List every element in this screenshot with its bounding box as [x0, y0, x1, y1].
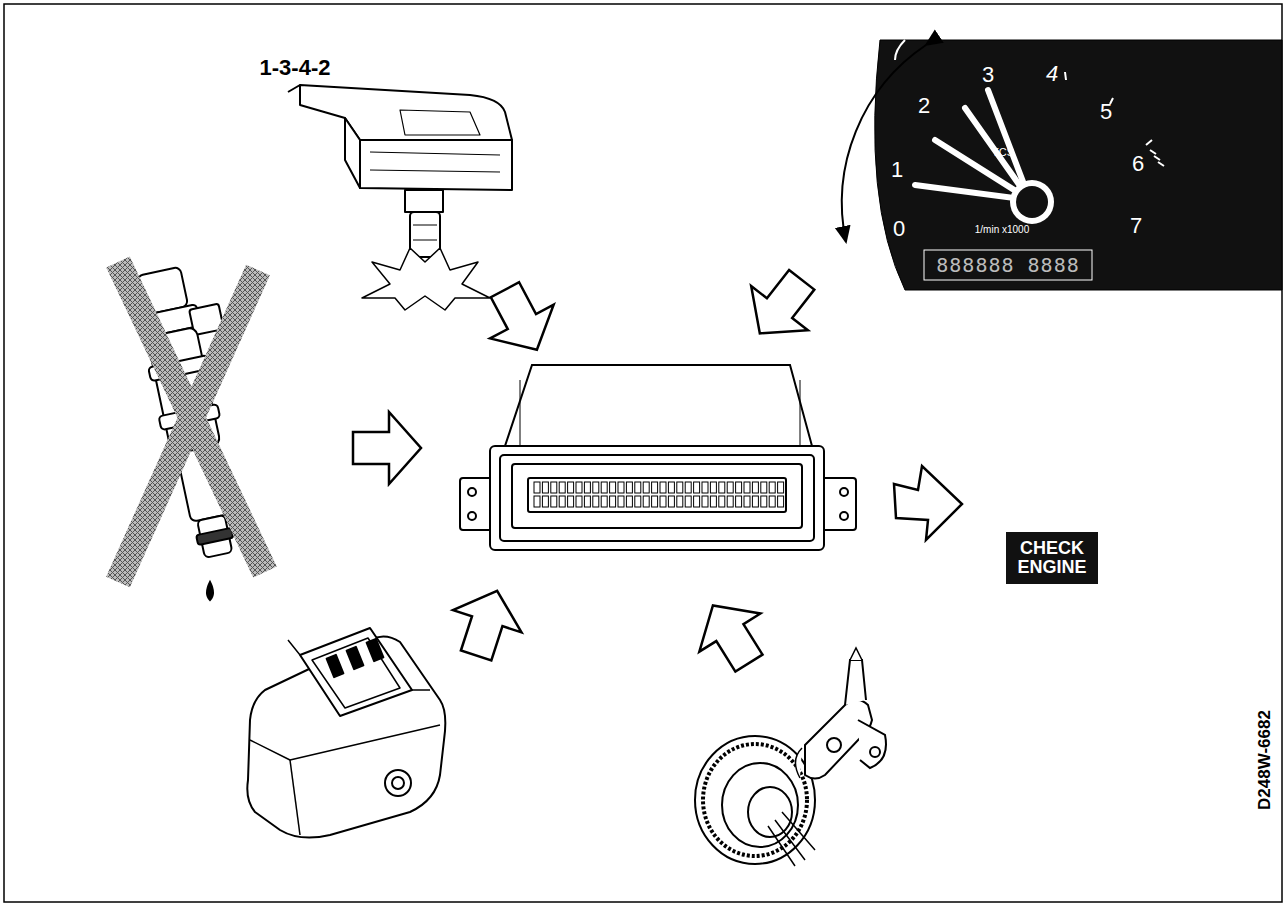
firing-order: 1-3-4-2	[260, 57, 331, 79]
ignition-coil	[288, 85, 512, 310]
gauge-label: 5	[1100, 101, 1112, 123]
cross-out	[118, 262, 265, 582]
gauge-label: 4	[1046, 63, 1058, 85]
gauge-label: 888888 8888	[936, 255, 1079, 275]
gauge-label: 1	[891, 159, 903, 181]
gauge-label: 0	[893, 218, 905, 240]
frame	[4, 4, 1282, 902]
block-arrows	[353, 258, 962, 683]
figure-code: D248W-6682	[1256, 710, 1273, 810]
crank-sensor	[695, 648, 886, 866]
gauge-label: 2	[918, 95, 930, 117]
throttle-sensor	[247, 628, 445, 838]
lamp-text: CHECK ENGINE	[1012, 539, 1092, 577]
connector-pins	[534, 482, 784, 507]
gauge-label: TCS	[992, 147, 1014, 158]
gauge-label: 7	[1130, 215, 1142, 237]
gauge-label: 3	[982, 64, 994, 86]
gauge-label: 1/min x1000	[975, 225, 1029, 235]
tachometer	[842, 40, 1282, 290]
gauge-label: 6	[1132, 153, 1144, 175]
warning-lamp: CHECK ENGINE	[1006, 532, 1098, 584]
control-module	[460, 365, 856, 550]
